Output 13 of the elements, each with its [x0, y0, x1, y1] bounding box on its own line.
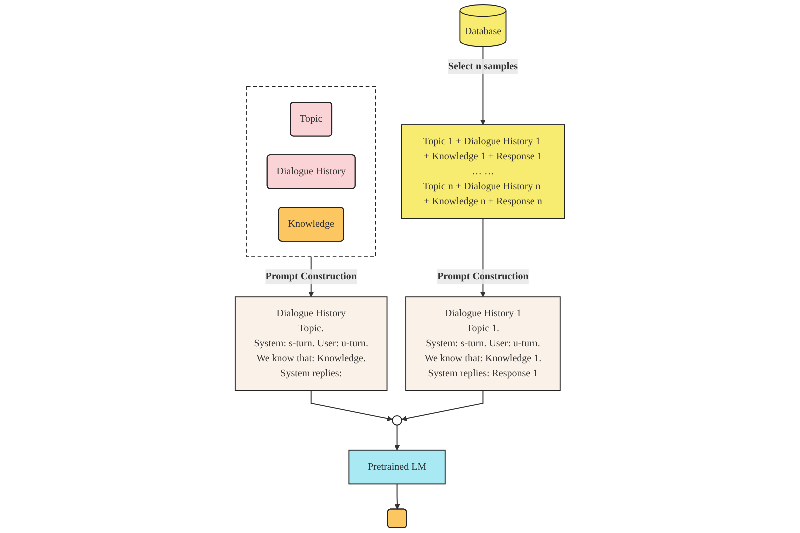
arrow — [394, 424, 400, 451]
arrow — [310, 390, 393, 422]
node-box: Pretrained LM — [348, 450, 446, 485]
node-box: Dialogue History Topic. System: s-turn. User: u-turn. We know that: Knowledge. System replies: — [234, 296, 388, 392]
node-box: Dialogue History 1 Topic 1. System: s-turn. User: u-turn. We know that: Knowledge 1. System replies: Response 1 — [406, 296, 561, 392]
node-circle — [392, 416, 402, 426]
edge-label: Prompt Construction — [438, 271, 529, 282]
edge-label: Select n samples — [448, 61, 518, 72]
arrow — [402, 390, 484, 422]
node-box: Topic 1 + Dialogue History 1 + Knowledge 1 + Response 1 … … Topic n + Dialogue History n + Knowledge n + Response n — [401, 124, 566, 220]
arrow — [394, 484, 400, 510]
cluster — [246, 86, 376, 258]
edge-label: Prompt Construction — [266, 271, 358, 282]
